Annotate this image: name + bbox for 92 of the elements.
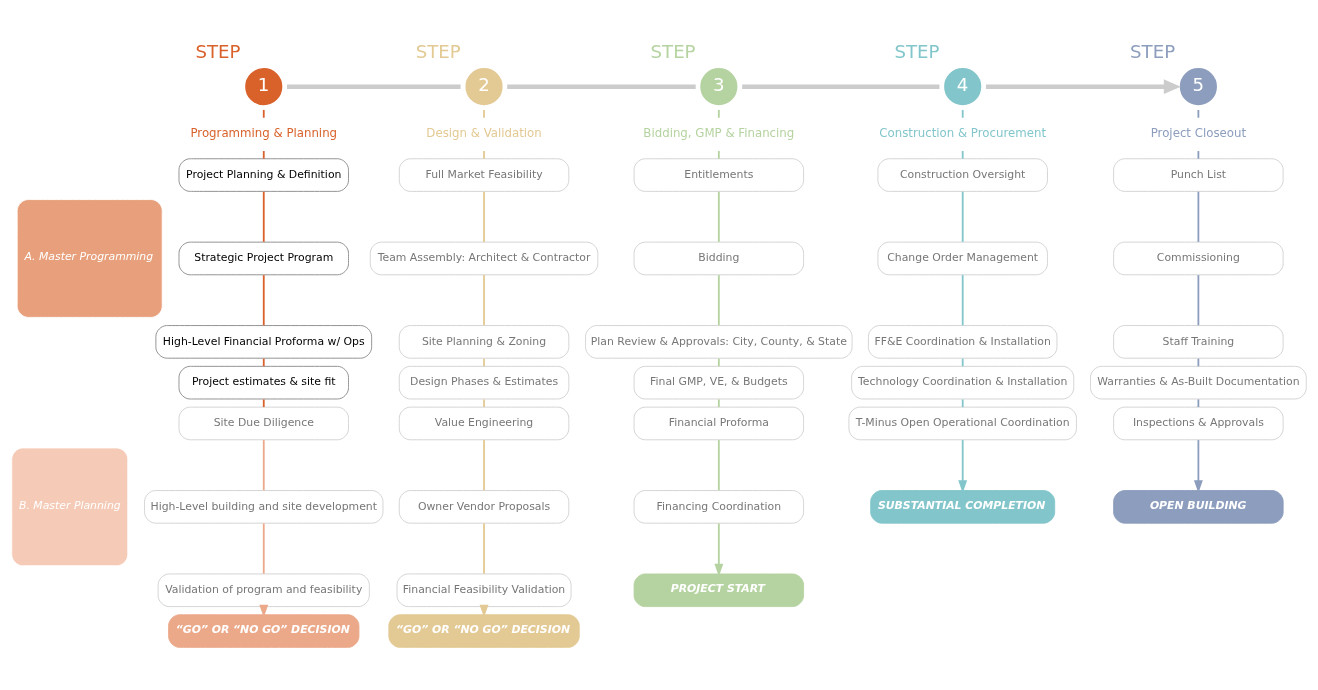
- connector: [262, 522, 265, 575]
- arrow: [958, 438, 968, 493]
- node-box: “GO” OR “NO GO” DECISION: [168, 613, 360, 648]
- node-box: Plan Review & Approvals: City, County, & State: [585, 324, 853, 359]
- connector: [483, 357, 485, 367]
- arrow: [714, 522, 724, 576]
- node-box: Bidding: [633, 241, 805, 275]
- node-box: Punch List: [1113, 157, 1284, 192]
- node-box: Warranties & As-Built Documentation: [1090, 365, 1307, 399]
- connector: [717, 190, 720, 243]
- connector: [717, 357, 720, 367]
- connector: [717, 438, 720, 491]
- connector: [961, 149, 964, 160]
- node-box: Change Order Management: [877, 241, 1048, 275]
- connector: [262, 398, 265, 408]
- node-box: Financing Coordination: [633, 489, 805, 524]
- node-box: Staff Training: [1113, 324, 1284, 359]
- node-label: STEP: [650, 40, 696, 62]
- node-circle: 4: [942, 65, 984, 107]
- node-box: Project Planning & Definition: [178, 157, 349, 192]
- connector: [1197, 398, 1200, 408]
- node-box: Final GMP, VE, & Budgets: [633, 365, 805, 399]
- arrow: [985, 78, 1181, 94]
- node-text: Design & Validation: [426, 125, 542, 140]
- node-box: OPEN BUILDING: [1113, 489, 1284, 524]
- node-box: High-Level Financial Proforma w/ Ops: [155, 324, 373, 359]
- node-box: Owner Vendor Proposals: [398, 489, 570, 524]
- connector: [483, 273, 485, 326]
- connector: [507, 83, 696, 89]
- connector: [717, 398, 720, 408]
- node-box: A. Master Programming: [16, 198, 163, 318]
- node-label: STEP: [1130, 40, 1176, 62]
- connector: [262, 190, 265, 243]
- connector: [483, 190, 485, 243]
- connector: [961, 273, 964, 326]
- node-label: STEP: [415, 40, 461, 62]
- node-box: PROJECT START: [633, 573, 805, 607]
- connector: [262, 357, 265, 367]
- connector: [1197, 108, 1200, 119]
- node-box: Site Planning & Zoning: [398, 324, 570, 359]
- connector: [483, 522, 485, 575]
- node-box: SUBSTANTIAL COMPLETION: [870, 489, 1056, 524]
- connector: [262, 273, 265, 326]
- node-text: Construction & Procurement: [879, 125, 1047, 140]
- connector: [717, 108, 720, 119]
- connector: [483, 398, 485, 408]
- node-text: Programming & Planning: [190, 125, 338, 140]
- node-box: T-Minus Open Operational Coordination: [848, 406, 1077, 440]
- arrow: [1193, 438, 1203, 493]
- connector: [1197, 149, 1200, 160]
- node-text: Project Closeout: [1150, 125, 1247, 140]
- node-box: B. Master Planning: [11, 447, 129, 566]
- connector: [483, 108, 485, 119]
- connector: [961, 190, 964, 243]
- node-box: Team Assembly: Architect & Contractor: [369, 241, 599, 275]
- node-box: High-Level building and site development: [144, 489, 384, 524]
- connector: [287, 83, 461, 89]
- connector: [717, 273, 720, 326]
- connector: [262, 108, 265, 119]
- node-box: Design Phases & Estimates: [398, 365, 570, 399]
- node-circle: 2: [463, 65, 505, 107]
- node-circle: 3: [698, 65, 740, 107]
- node-box: Technology Coordination & Installation: [851, 365, 1075, 399]
- node-box: Full Market Feasibility: [398, 157, 570, 192]
- connector: [717, 149, 720, 160]
- connector: [961, 398, 964, 408]
- connector: [742, 83, 940, 89]
- node-box: Commissioning: [1113, 241, 1284, 275]
- node-box: Entitlements: [633, 157, 805, 192]
- node-text: Bidding, GMP & Financing: [643, 125, 795, 140]
- node-box: Project estimates & site fit: [178, 365, 349, 399]
- node-circle: 5: [1178, 65, 1219, 107]
- connector: [1197, 190, 1200, 243]
- connector: [483, 438, 485, 491]
- connector: [262, 149, 265, 160]
- connector: [961, 108, 964, 119]
- node-box: Strategic Project Program: [178, 241, 349, 275]
- node-box: FF&E Coordination & Installation: [867, 324, 1058, 359]
- node-label: STEP: [894, 40, 940, 62]
- connector: [1197, 357, 1200, 367]
- connector: [483, 149, 485, 160]
- node-box: Value Engineering: [398, 406, 570, 440]
- node-box: Inspections & Approvals: [1113, 406, 1284, 440]
- node-circle: 1: [243, 65, 285, 107]
- connector: [1197, 273, 1200, 326]
- node-box: “GO” OR “NO GO” DECISION: [388, 613, 580, 648]
- node-label: STEP: [195, 40, 241, 62]
- node-box: Site Due Diligence: [178, 406, 349, 440]
- node-box: Financial Proforma: [633, 406, 805, 440]
- connector: [961, 357, 964, 367]
- connector: [262, 438, 265, 491]
- node-box: Construction Oversight: [877, 157, 1048, 192]
